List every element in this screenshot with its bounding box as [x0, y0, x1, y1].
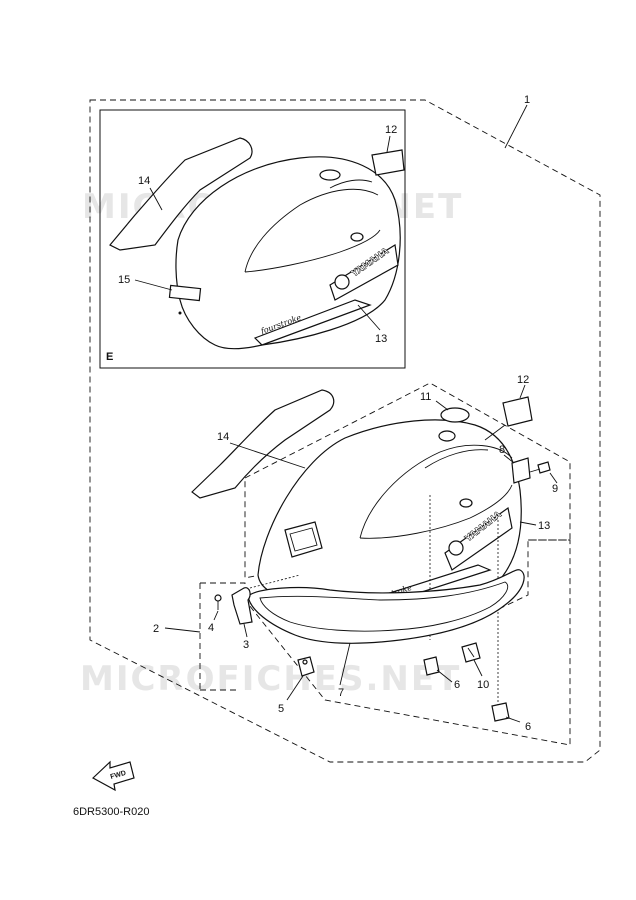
- callout-13-inset: 13: [375, 333, 387, 345]
- callout-1: 1: [524, 94, 530, 106]
- leader-7: [339, 642, 351, 686]
- part-8: [511, 457, 531, 484]
- leader-9: [549, 472, 558, 484]
- callout-14: 14: [217, 431, 229, 443]
- part-3: [231, 587, 253, 625]
- leader-12-to-cowling: [484, 424, 506, 441]
- leader-2: [164, 627, 201, 633]
- leader-inset-15: [134, 279, 173, 291]
- leader-4: [213, 610, 219, 621]
- leader-5: [286, 675, 304, 701]
- part-9-shank: [529, 468, 541, 473]
- assembly-boundary-2: [200, 539, 571, 746]
- inset-part-12: [371, 149, 405, 176]
- callout-11: 11: [420, 391, 431, 403]
- leader-11: [435, 400, 449, 411]
- part-10-detail: [467, 647, 475, 658]
- callout-8: 8: [499, 444, 505, 456]
- inset-cowling: fourstroke YAMAHA: [175, 156, 401, 350]
- callout-9: 9: [552, 483, 558, 495]
- part-7: [247, 569, 525, 644]
- part-4: [214, 594, 222, 602]
- callout-4: 4: [208, 622, 214, 634]
- inset-part-15: [168, 284, 202, 302]
- leader-inset-14: [149, 187, 163, 211]
- part-6-left: [423, 656, 440, 676]
- part-12: [502, 396, 533, 427]
- leader-13: [519, 521, 537, 526]
- part-5: [297, 656, 315, 677]
- callout-15: 15: [118, 274, 130, 286]
- part-11: [440, 407, 470, 423]
- callout-14-inset: 14: [138, 175, 150, 187]
- fwd-label: FWD: [110, 770, 127, 781]
- part-6-right: [491, 702, 510, 722]
- leader-8: [503, 454, 515, 464]
- callout-10: 10: [477, 679, 489, 691]
- callout-6-left: 6: [454, 679, 460, 691]
- leader-10: [473, 659, 483, 677]
- main-cowling: fourstroke YAMAHA: [257, 419, 522, 616]
- part-5-hole: [302, 659, 308, 665]
- part-7-inner: [259, 581, 509, 632]
- part-9: [537, 461, 551, 474]
- leader-1: [504, 104, 528, 149]
- leader-12: [519, 384, 526, 399]
- inset-part-15-hole: [178, 311, 182, 315]
- callout-12-inset: 12: [385, 124, 397, 136]
- inset-box: [99, 109, 406, 369]
- leader-6-right: [505, 716, 521, 723]
- leader-3: [243, 623, 248, 638]
- inset-part-14: [109, 137, 253, 251]
- callout-2: 2: [153, 623, 159, 635]
- part-14: [191, 389, 335, 499]
- callout-12: 12: [517, 374, 529, 386]
- watermark-bottom: MICROFICHES.NET: [80, 659, 461, 699]
- callout-5: 5: [278, 703, 284, 715]
- callout-7: 7: [338, 687, 344, 699]
- diagram-code: 6DR5300-R020: [73, 806, 149, 818]
- leader-14: [229, 442, 306, 469]
- leader-inset-12: [386, 135, 391, 153]
- leader-6-left: [436, 669, 453, 683]
- fwd-arrow-icon: FWD: [91, 760, 135, 792]
- guide-bracket: [249, 574, 301, 589]
- callout-3: 3: [243, 639, 249, 651]
- inset-label: E: [106, 351, 113, 363]
- leader-inset-13: [357, 304, 381, 331]
- callout-6-right: 6: [525, 721, 531, 733]
- callout-13: 13: [538, 520, 550, 532]
